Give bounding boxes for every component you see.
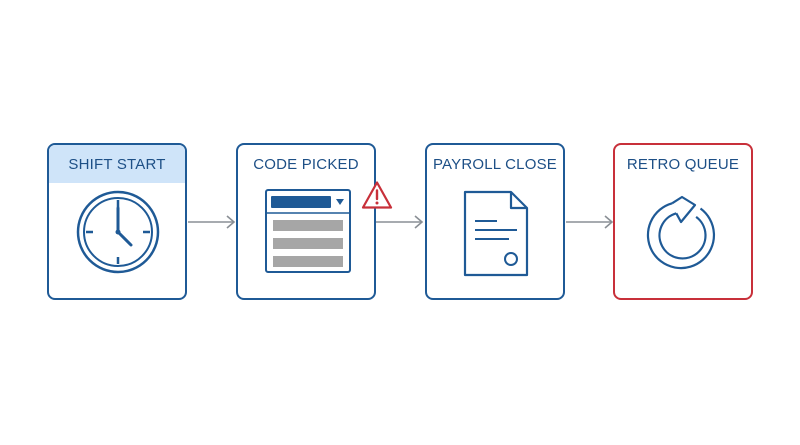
arrow-connector [376, 215, 424, 229]
refresh-icon [646, 195, 716, 270]
step-retro-queue: RETRO QUEUE [613, 143, 753, 300]
arrow-connector [188, 215, 236, 229]
warning-icon [361, 181, 393, 209]
step-title: PAYROLL CLOSE [432, 156, 558, 173]
dropdown-list-icon [265, 189, 351, 273]
arrow-connector [566, 215, 614, 229]
clock-icon [76, 190, 160, 274]
step-code-picked: CODE PICKED [236, 143, 376, 300]
step-title: RETRO QUEUE [626, 156, 740, 173]
step-payroll-close: PAYROLL CLOSE [425, 143, 565, 300]
step-shift-start: SHIFT START [47, 143, 187, 300]
step-title: CODE PICKED [253, 156, 359, 173]
document-icon [463, 190, 529, 277]
step-title: SHIFT START [49, 145, 185, 183]
